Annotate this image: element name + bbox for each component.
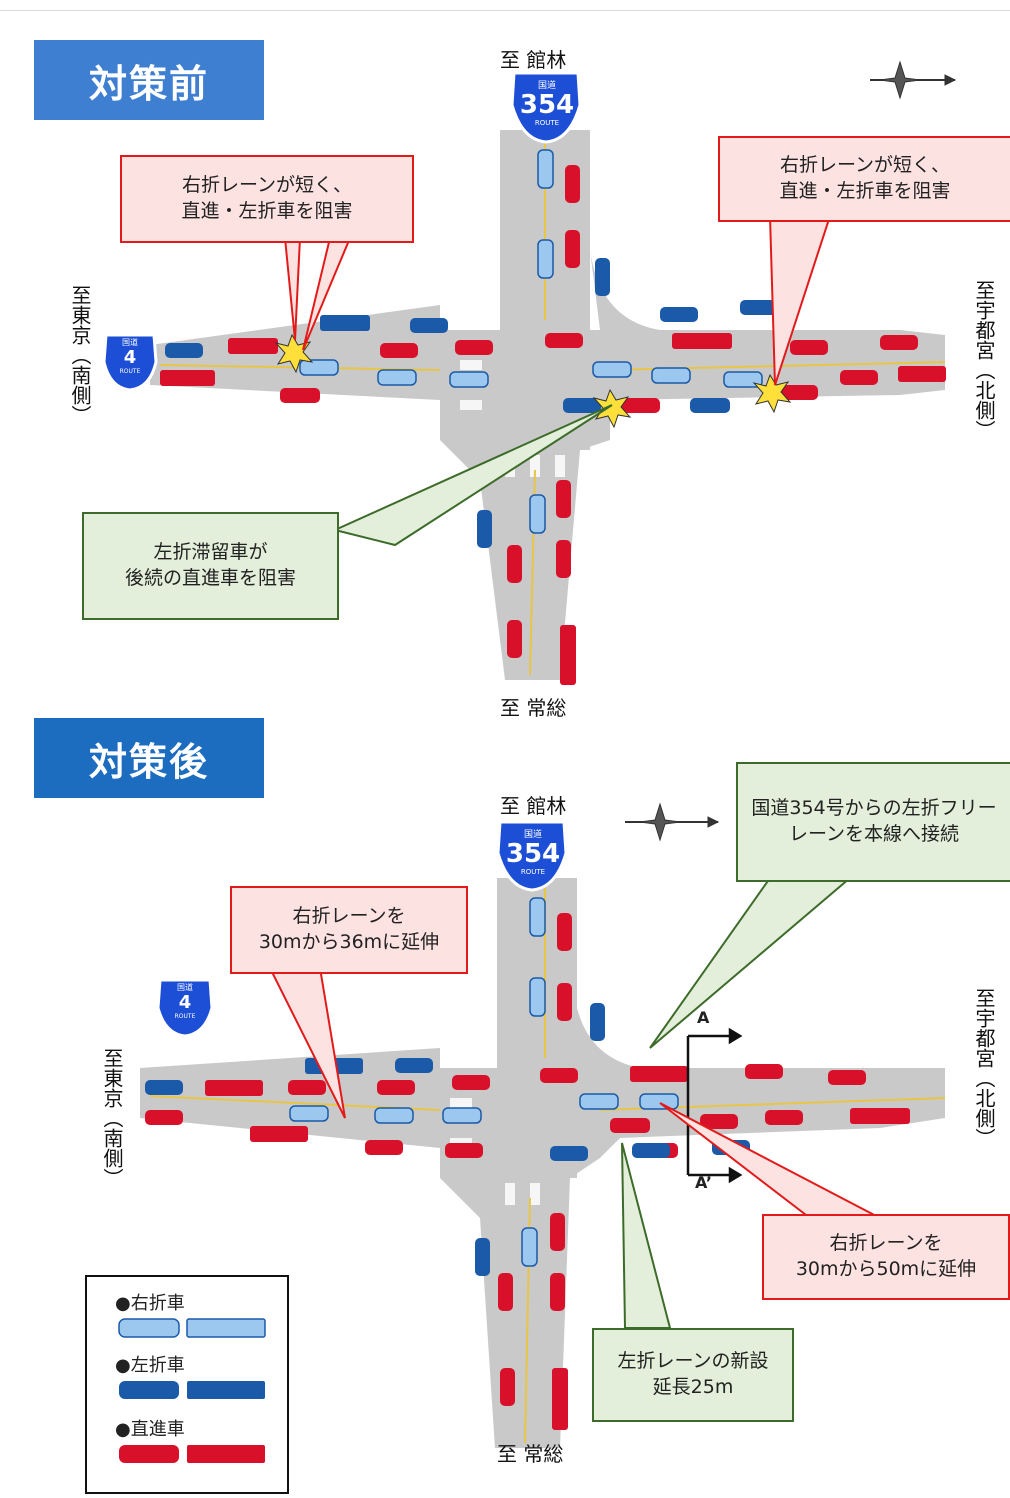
after-route-4-label: 国道 4 ROUTE (160, 982, 210, 1020)
after-route-354-shield-icon (496, 820, 568, 892)
section-label-a: A (697, 1008, 710, 1027)
before-route-4-label: 国道 4 ROUTE (106, 337, 154, 375)
after-dir-east: 至宇都宮（北側） (972, 988, 996, 1148)
after-route-354-label: 国道 354 ROUTE (500, 827, 566, 876)
legend-right-turn-car-icon (118, 1318, 180, 1338)
route-4-bottom-text: ROUTE (119, 368, 141, 375)
after-straight-cars (145, 913, 910, 1430)
before-route-354-shield-icon (510, 71, 582, 144)
after-compass-icon (625, 802, 720, 842)
after-title: 対策後 (34, 718, 264, 798)
after-callout-right: 右折レーンを 30mから50mに延伸 (762, 1214, 1010, 1300)
after-section-line (686, 1027, 743, 1184)
after-dir-west: 至東京（南側） (100, 1048, 124, 1188)
legend-straight-label: ●直進車 (115, 1419, 185, 1440)
after-callout-bottom: 左折レーンの新設 延長25m (592, 1328, 794, 1422)
before-collision-icons (274, 333, 792, 429)
route-354-top-text: 国道 (537, 81, 556, 91)
route-4-bottom-text: ROUTE (174, 1013, 196, 1020)
legend: ●右折車 ●左折車 ●直進車 (85, 1275, 289, 1494)
before-route-354-label: 国道 354 ROUTE (514, 78, 580, 127)
after-intersection-map (140, 802, 946, 1448)
before-right-turn-cars (299, 149, 763, 534)
legend-left-turn-label: ●左折車 (115, 1355, 185, 1376)
after-callout-left: 右折レーンを 30mから36mに延伸 (230, 886, 468, 974)
legend-straight-truck-icon (187, 1445, 265, 1463)
legend-left-turn-car-icon (119, 1381, 179, 1399)
before-panel: 対策前 至 館林 至 常総 至東京（南側） 至宇都宮（北側） 国道 354 RO… (0, 0, 1010, 720)
after-right-turn-cars (289, 897, 679, 1267)
route-4-number: 4 (178, 992, 192, 1013)
before-callout-pointers (283, 215, 832, 547)
before-callout-right: 右折レーンが短く、 直進・左折車を阻害 (718, 136, 1010, 222)
section-label-a-prime: A’ (695, 1173, 712, 1192)
route-354-bottom-text: ROUTE (534, 119, 560, 127)
after-dir-north: 至 館林 (500, 794, 567, 818)
route-354-number: 354 (519, 90, 575, 120)
route-354-top-text: 国道 (523, 830, 542, 840)
legend-left-turn-truck-icon (187, 1381, 265, 1399)
route-354-number: 354 (505, 839, 561, 869)
before-callout-left: 右折レーンが短く、 直進・左折車を阻害 (120, 155, 414, 243)
before-dir-north: 至 館林 (500, 48, 567, 72)
legend-right-turn-truck-icon (186, 1318, 266, 1338)
legend-right-turn-label: ●右折車 (115, 1293, 185, 1314)
after-panel: 対策後 至 館林 至 常総 至東京（南側） 至宇都宮（北側） 国道 354 RO… (0, 718, 1010, 1498)
before-intersection-map (102, 60, 957, 685)
route-4-top-text: 国道 (177, 983, 193, 992)
top-border-line (0, 10, 1010, 11)
route-4-top-text: 国道 (122, 338, 138, 347)
before-straight-cars (160, 165, 946, 685)
before-dir-east: 至宇都宮（北側） (972, 280, 996, 440)
before-dir-west: 至東京（南側） (68, 285, 92, 425)
after-callout-pointers (268, 877, 881, 1329)
after-dir-south: 至 常総 (497, 1442, 564, 1466)
after-route-4-shield-icon (156, 978, 214, 1038)
before-left-turn-cars (165, 258, 778, 548)
before-callout-bottom: 左折滞留車が 後続の直進車を阻害 (82, 512, 339, 620)
legend-straight-car-icon (119, 1445, 179, 1463)
route-354-bottom-text: ROUTE (520, 868, 546, 876)
legend-swatches (118, 1318, 266, 1463)
after-callout-top-right: 国道354号からの左折フリー レーンを本線へ接続 (736, 762, 1010, 882)
before-title: 対策前 (34, 40, 264, 120)
before-route-4-shield-icon (102, 333, 158, 392)
before-compass-icon (870, 60, 957, 100)
before-dir-south: 至 常総 (500, 696, 567, 720)
route-4-number: 4 (123, 347, 137, 368)
